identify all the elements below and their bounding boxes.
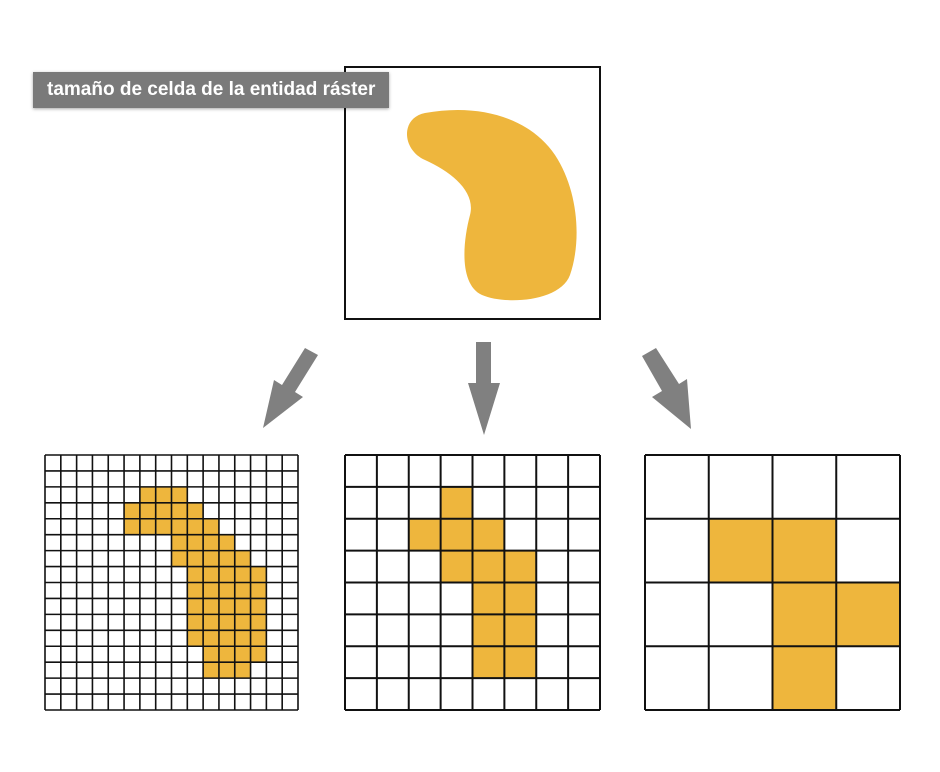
filled-cell xyxy=(472,550,505,583)
filled-cell xyxy=(139,502,156,519)
filled-cell xyxy=(234,582,251,599)
filled-cell xyxy=(234,550,251,567)
filled-cell xyxy=(203,598,219,615)
filled-cell xyxy=(772,582,837,647)
filled-cell xyxy=(234,646,251,663)
filled-cell xyxy=(440,550,473,583)
filled-cell xyxy=(171,518,188,535)
source-entity-panel xyxy=(344,66,601,320)
filled-cell xyxy=(203,662,219,679)
filled-cell xyxy=(187,598,204,615)
arrow-right xyxy=(642,348,691,429)
filled-cell xyxy=(234,662,251,679)
filled-cell xyxy=(187,518,204,535)
filled-cell xyxy=(708,518,773,583)
grid-fine xyxy=(44,454,299,711)
filled-cell xyxy=(203,550,219,567)
filled-cell xyxy=(504,646,537,679)
filled-cell xyxy=(504,550,537,583)
filled-cell xyxy=(472,646,505,679)
filled-cell xyxy=(218,582,235,599)
filled-cell xyxy=(836,582,900,647)
filled-cell xyxy=(218,566,235,583)
filled-cell xyxy=(203,566,219,583)
filled-cell xyxy=(139,486,156,503)
filled-cell xyxy=(155,518,172,535)
filled-cell xyxy=(440,518,473,551)
filled-cell xyxy=(472,518,505,551)
filled-cell xyxy=(187,566,204,583)
filled-cell xyxy=(218,630,235,647)
filled-cell xyxy=(124,518,140,535)
filled-cell xyxy=(772,646,837,710)
filled-cell xyxy=(187,614,204,631)
filled-cell xyxy=(171,486,188,503)
filled-cell xyxy=(250,598,267,615)
filled-cell xyxy=(218,550,235,567)
arrow-right-icon xyxy=(642,348,691,429)
filled-cell xyxy=(171,502,188,519)
filled-cell xyxy=(203,646,219,663)
filled-cell xyxy=(250,614,267,631)
filled-cell xyxy=(218,534,235,551)
tooltip: tamaño de celda de la entidad ráster xyxy=(33,72,390,108)
grid-medium xyxy=(344,454,601,711)
filled-cell xyxy=(187,630,204,647)
filled-cell xyxy=(218,646,235,663)
filled-cell xyxy=(218,598,235,615)
filled-cell xyxy=(234,630,251,647)
filled-cell xyxy=(171,550,188,567)
filled-cell xyxy=(472,582,505,615)
filled-cell xyxy=(440,486,473,519)
filled-cell xyxy=(171,534,188,551)
filled-cell xyxy=(203,630,219,647)
filled-cell xyxy=(504,614,537,647)
filled-cell xyxy=(504,582,537,615)
arrow-center-icon xyxy=(468,342,500,435)
arrow-left xyxy=(263,348,318,428)
filled-cell xyxy=(187,550,204,567)
filled-cell xyxy=(250,630,267,647)
filled-cell xyxy=(250,566,267,583)
filled-cell xyxy=(155,486,172,503)
filled-cell xyxy=(218,662,235,679)
filled-cell xyxy=(203,582,219,599)
filled-cell xyxy=(234,566,251,583)
filled-cell xyxy=(203,614,219,631)
filled-cell xyxy=(139,518,156,535)
filled-cell xyxy=(472,614,505,647)
arrow-center xyxy=(468,342,500,435)
filled-cell xyxy=(187,582,204,599)
source-shape xyxy=(406,109,577,301)
filled-cell xyxy=(203,534,219,551)
filled-cell xyxy=(187,502,204,519)
grid-coarse xyxy=(644,454,901,711)
filled-cell xyxy=(234,614,251,631)
filled-cell xyxy=(218,614,235,631)
filled-cell xyxy=(234,598,251,615)
filled-cell xyxy=(772,518,837,583)
filled-cell xyxy=(408,518,441,551)
filled-cell xyxy=(155,502,172,519)
arrow-left-icon xyxy=(263,348,318,428)
filled-cell xyxy=(203,518,219,535)
filled-cell xyxy=(250,646,267,663)
filled-cell xyxy=(187,534,204,551)
filled-cell xyxy=(124,502,140,519)
filled-cell xyxy=(250,582,267,599)
